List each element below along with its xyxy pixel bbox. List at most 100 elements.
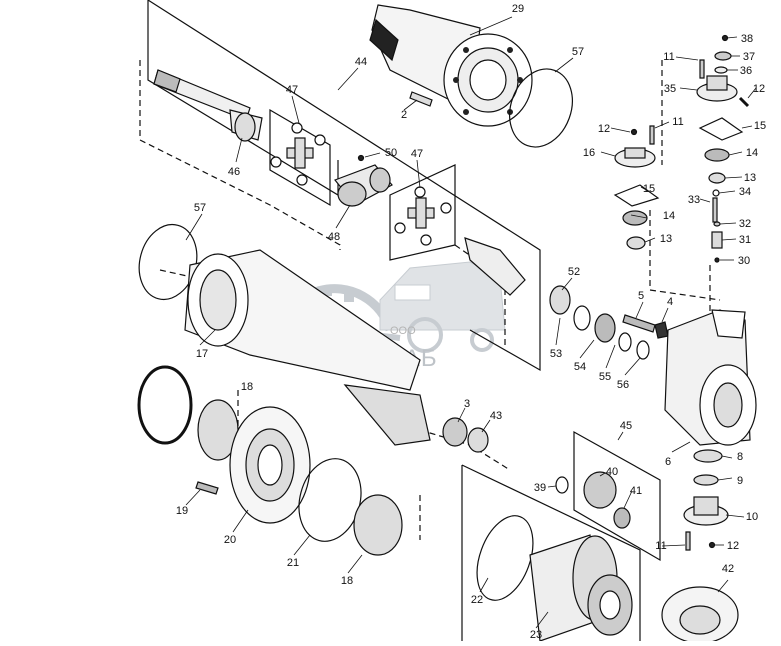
callout-12: 12 [598,123,610,135]
cap-37 [714,51,732,61]
callout-36: 36 [740,65,752,77]
u-joint-cross-left [270,122,326,186]
callout-3: 3 [464,398,470,410]
bolt-11-mid [649,125,655,145]
callout-18: 18 [241,381,253,393]
lower-pin-cap [683,496,729,526]
snap-ring-39 [555,476,569,494]
callout-22: 22 [471,594,483,606]
pin-33 [712,197,718,223]
callout-8: 8 [737,451,743,463]
callout-4: 4 [667,296,673,308]
assembly-frames [139,0,721,641]
upper-pin-cap-35 [696,75,738,102]
callout-15: 15 [754,120,766,132]
ball-30 [714,257,720,263]
ring-34 [712,189,720,197]
gasket-15-upper [698,117,744,141]
callout-56: 56 [617,379,629,391]
snap-ring-22 [476,515,534,601]
callout-19: 19 [176,505,188,517]
callout-23: 23 [530,629,542,641]
callout-10: 10 [746,511,758,523]
bearing-54 [594,313,616,343]
callout-13: 13 [744,172,756,184]
bolt-5 [622,314,656,333]
callout-45: 45 [620,420,632,432]
planet-gear-40 [583,471,617,509]
parts [137,4,757,644]
callout-46: 46 [228,166,240,178]
bearing-18-right [353,494,403,556]
ring-32 [713,221,721,227]
seal-43 [467,427,489,453]
callout-17: 17 [196,348,208,360]
stud-bolt-2 [409,91,433,107]
callout-13: 13 [660,233,672,245]
steering-knuckle [664,309,757,446]
callout-31: 31 [739,234,751,246]
leader-lines [185,16,757,629]
callout-33: 33 [688,194,700,206]
callout-38: 38 [741,33,753,45]
grease-fitting-12-lower [708,541,716,549]
callout-48: 48 [328,231,340,243]
callout-2: 2 [401,109,407,121]
callout-11: 11 [655,540,666,552]
bearing-8 [693,449,723,463]
callout-14: 14 [663,210,675,222]
callout-40: 40 [606,466,618,478]
callout-9: 9 [737,475,743,487]
seal-17 [137,365,193,445]
callout-5: 5 [638,290,644,302]
frame-axle-right [147,0,541,372]
callout-41: 41 [630,485,642,497]
callout-21: 21 [287,557,299,569]
callout-12: 12 [727,540,739,552]
grease-fitting-12-mid [630,128,638,136]
planet-carrier [587,574,633,636]
stub-shaft [464,237,526,296]
bolt-11-top [699,59,705,79]
callout-16: 16 [583,147,595,159]
callout-11: 11 [663,51,674,63]
ring-36 [714,66,728,74]
callout-57: 57 [194,202,206,214]
callout-39: 39 [534,482,546,494]
grease-fitting-12-top [738,96,750,108]
callout-12: 12 [753,83,765,95]
seal-9 [693,474,719,486]
callout-43: 43 [490,410,502,422]
upper-cap-16 [614,147,656,168]
callout-11: 11 [672,116,683,128]
sleeve-31 [711,231,723,249]
callout-35: 35 [664,83,676,95]
seal-52 [549,285,571,315]
ring-13-upper [708,172,726,184]
callout-50: 50 [385,147,397,159]
u-joint-cross-right [394,186,452,246]
callout-47: 47 [411,148,423,160]
callout-52: 52 [568,266,580,278]
planet-pin-41 [613,507,631,529]
callout-37: 37 [743,51,755,63]
callout-29: 29 [512,3,524,15]
callout-55: 55 [599,371,611,383]
callout-14: 14 [746,147,758,159]
bearing-3 [442,417,468,447]
bolt-11-lower [685,531,691,551]
wheel-stud-19 [195,481,219,495]
ring-13-lower [626,236,646,250]
o-ring-57-upper [509,68,573,148]
axle-shaft [153,69,263,142]
double-yoke [334,154,393,207]
callout-labels: 29 57 44 47 2 46 50 47 48 57 17 52 53 54… [176,3,766,641]
callout-20: 20 [224,534,236,546]
callout-15: 15 [643,183,655,195]
frame-planet-gears [573,430,661,562]
callout-6: 6 [665,456,671,468]
callout-18: 18 [341,575,353,587]
axle-housing [369,4,533,127]
